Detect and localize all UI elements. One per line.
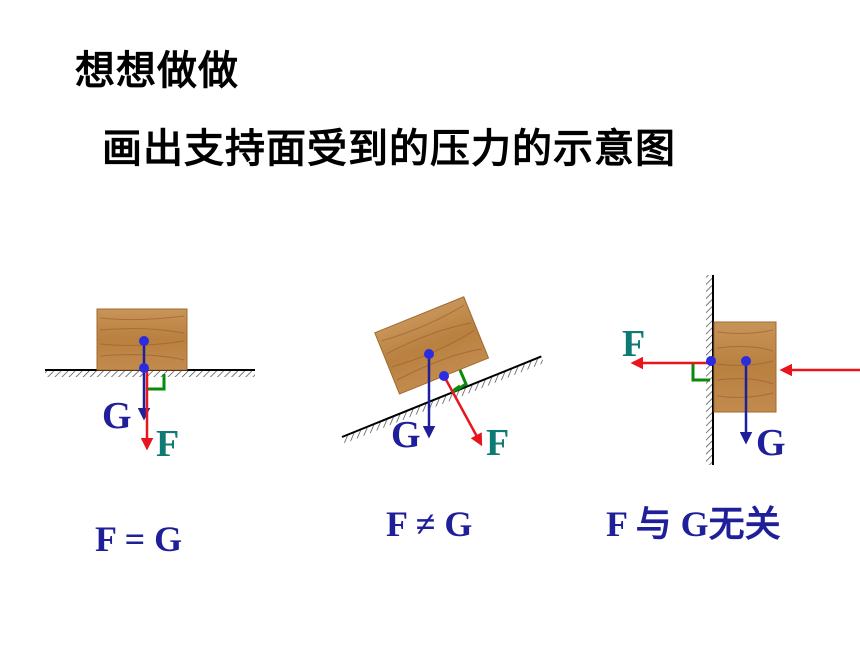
relation-text: F = G: [95, 519, 182, 559]
task-prompt: 画出支持面受到的压力的示意图: [102, 126, 676, 172]
right-angle-mark: [691, 363, 710, 382]
relation-text: F ≠ G: [386, 504, 472, 544]
incline-line: [341, 355, 542, 438]
right-angle-mark: [146, 374, 166, 391]
contact-point-dot: [706, 356, 716, 366]
gravity-label: G: [102, 395, 132, 437]
wall-hatch: [706, 275, 713, 465]
diagram-horizontal: G F F = G: [45, 308, 255, 559]
force-arrow: [442, 375, 483, 447]
relation-text: F 与 G无关: [606, 504, 781, 544]
force-label: F: [486, 422, 509, 464]
gravity-center-dot: [424, 349, 434, 359]
diagram-incline: G F F ≠ G: [341, 296, 544, 544]
contact-point-dot: [139, 363, 149, 373]
incline-hatch: [342, 356, 544, 444]
right-angle-mark: [450, 369, 468, 394]
gravity-label: G: [756, 422, 786, 464]
force-label: F: [156, 423, 179, 465]
wooden-block: [374, 296, 490, 395]
force-label: F: [622, 323, 645, 365]
gravity-center-dot: [139, 336, 149, 346]
gravity-center-dot: [741, 356, 751, 366]
contact-point-dot: [439, 371, 449, 381]
diagram-wall: F G F 与 G无关: [606, 275, 860, 544]
page-title: 想想做做: [75, 48, 239, 94]
ground-hatch: [45, 370, 255, 377]
gravity-label: G: [391, 414, 421, 456]
